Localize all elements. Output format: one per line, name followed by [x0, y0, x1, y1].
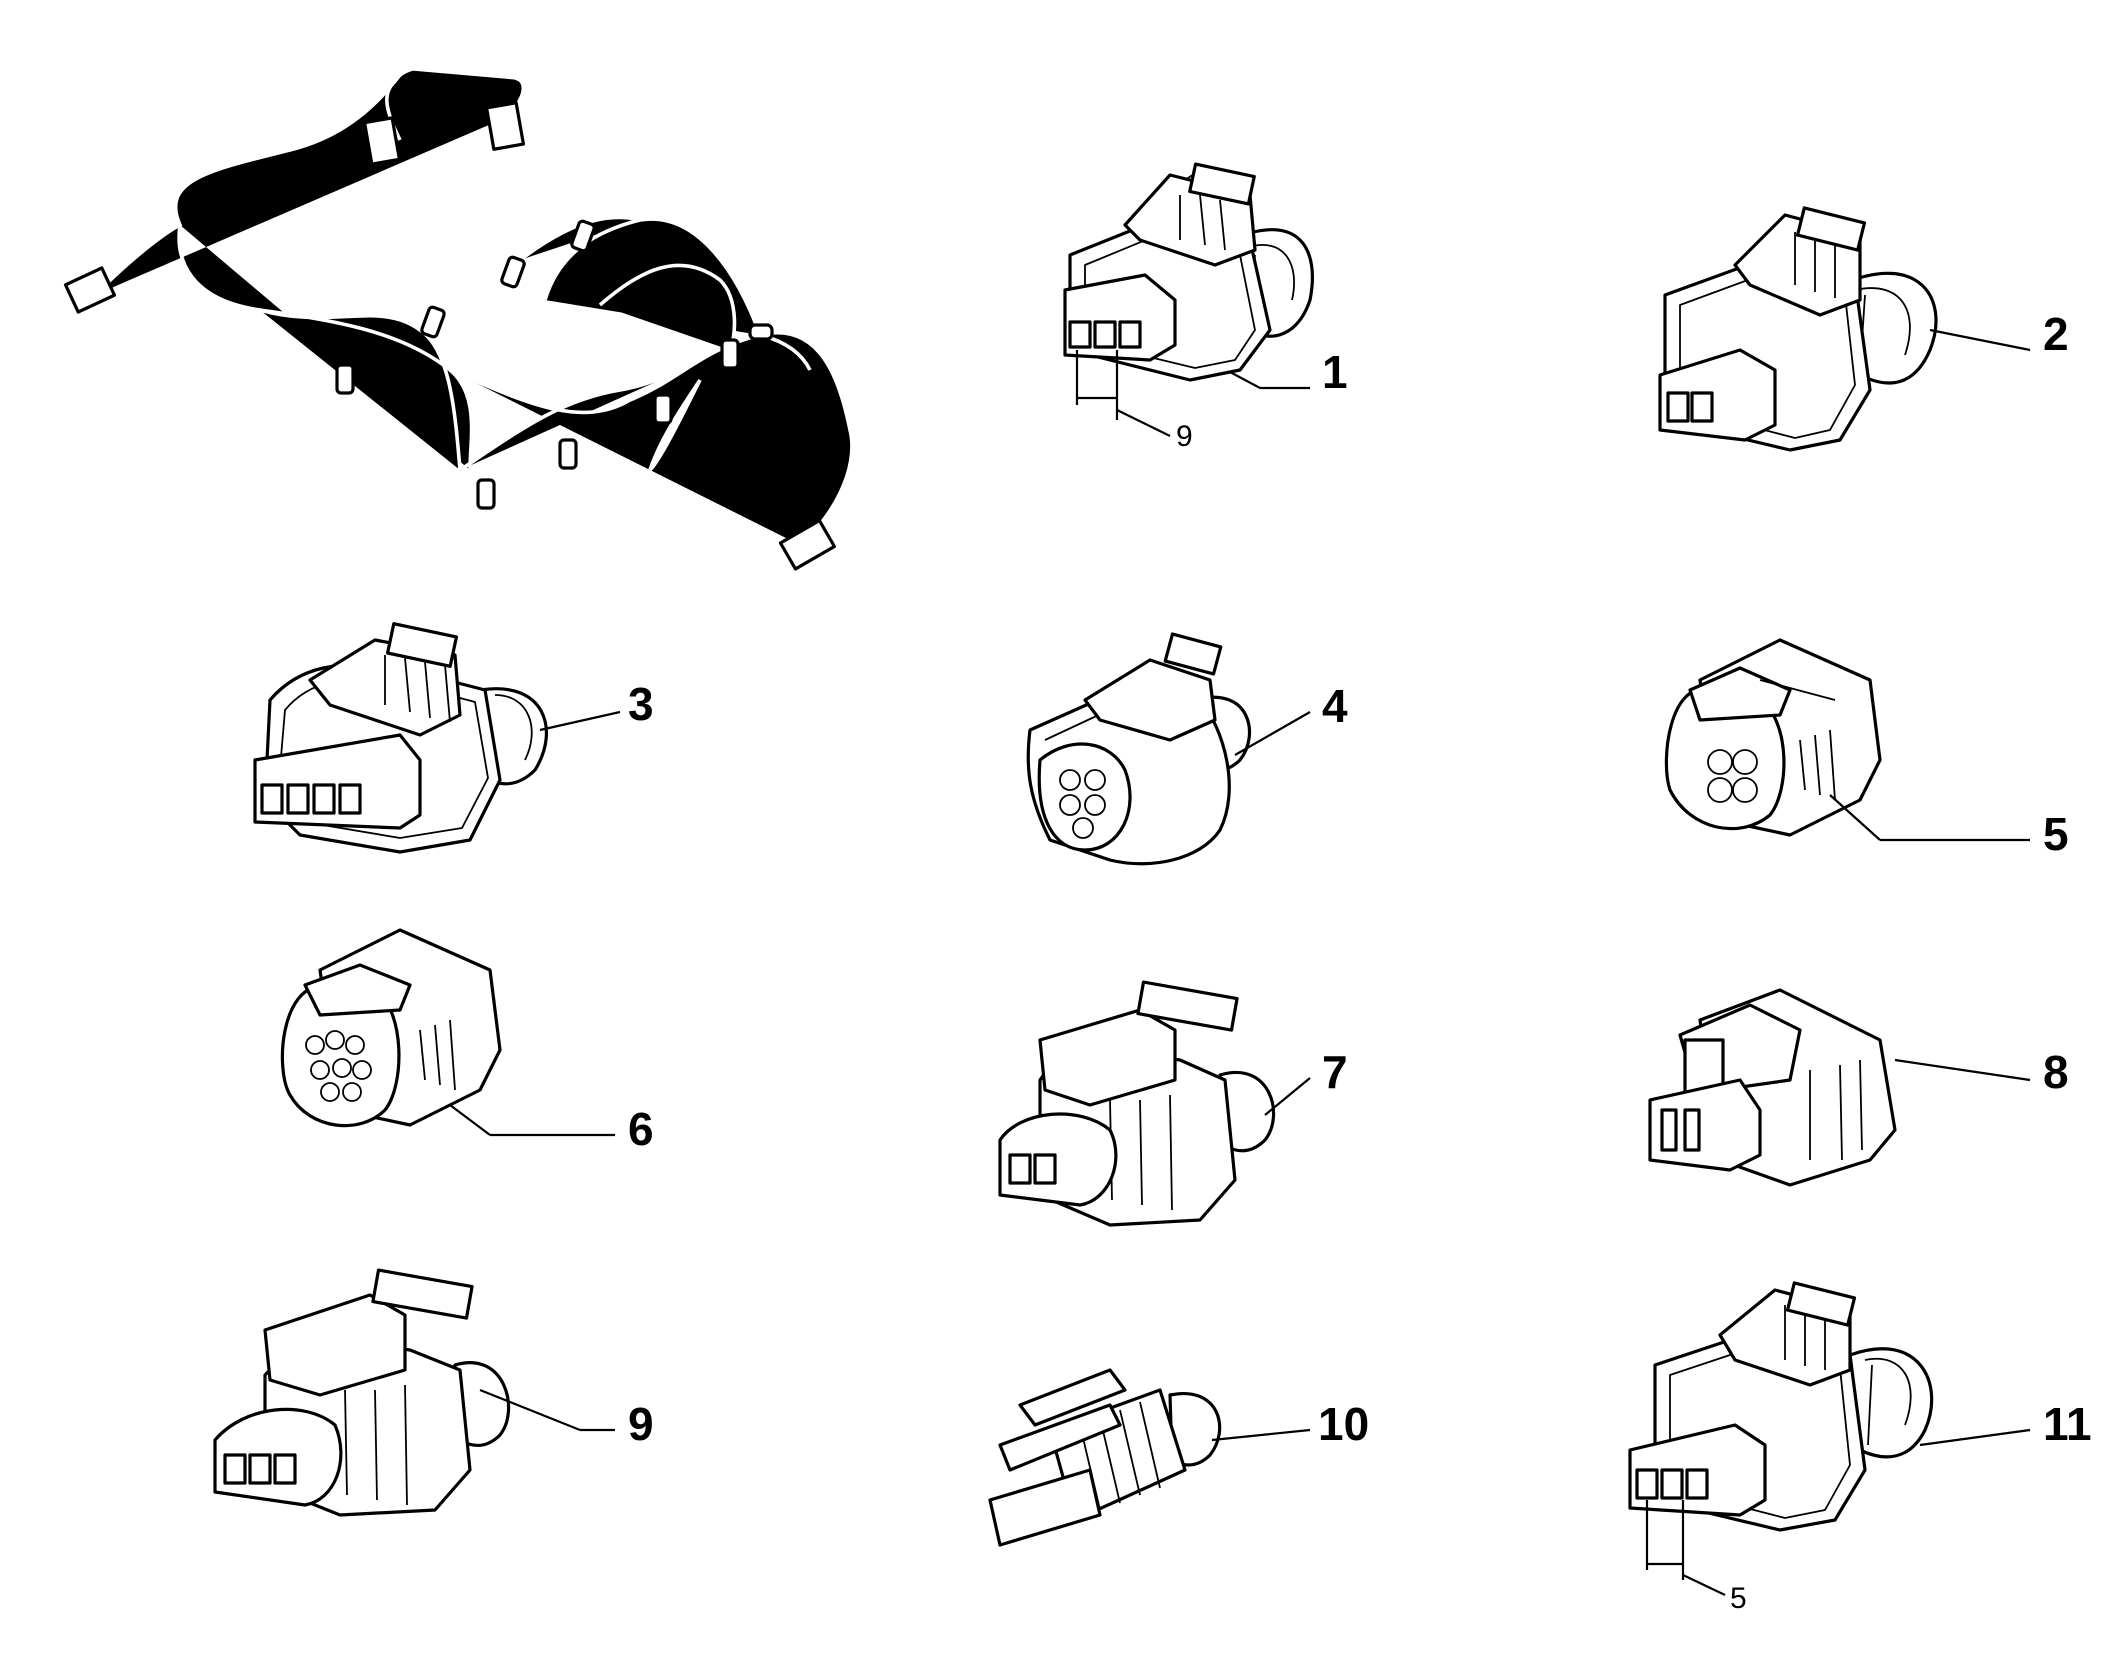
connector-2 [1658, 206, 2031, 452]
connector-11 [1628, 1281, 2031, 1596]
connector-8 [1648, 988, 2031, 1187]
label-3: 3 [628, 678, 654, 730]
connector-4 [1026, 632, 1311, 866]
label-8: 8 [2043, 1046, 2069, 1098]
label-7: 7 [1322, 1046, 1348, 1098]
label-5: 5 [2043, 808, 2069, 860]
connector-10 [988, 1368, 1311, 1547]
connector-7 [998, 980, 1311, 1227]
label-9: 9 [628, 1398, 654, 1450]
connector-3 [253, 622, 621, 854]
connector-5 [1664, 638, 2030, 842]
label-6: 6 [628, 1103, 654, 1155]
dimension-5: 5 [1730, 1582, 1747, 1615]
dimension-9: 9 [1176, 420, 1193, 453]
connector-6 [280, 928, 615, 1137]
label-1: 1 [1322, 346, 1348, 398]
wiring-harness [63, 59, 854, 571]
label-10: 10 [1318, 1398, 1369, 1450]
connector-9 [213, 1268, 615, 1517]
label-4: 4 [1322, 680, 1348, 732]
label-11: 11 [2043, 1398, 2092, 1450]
connector-1 [1063, 162, 1314, 437]
label-2: 2 [2043, 308, 2069, 360]
